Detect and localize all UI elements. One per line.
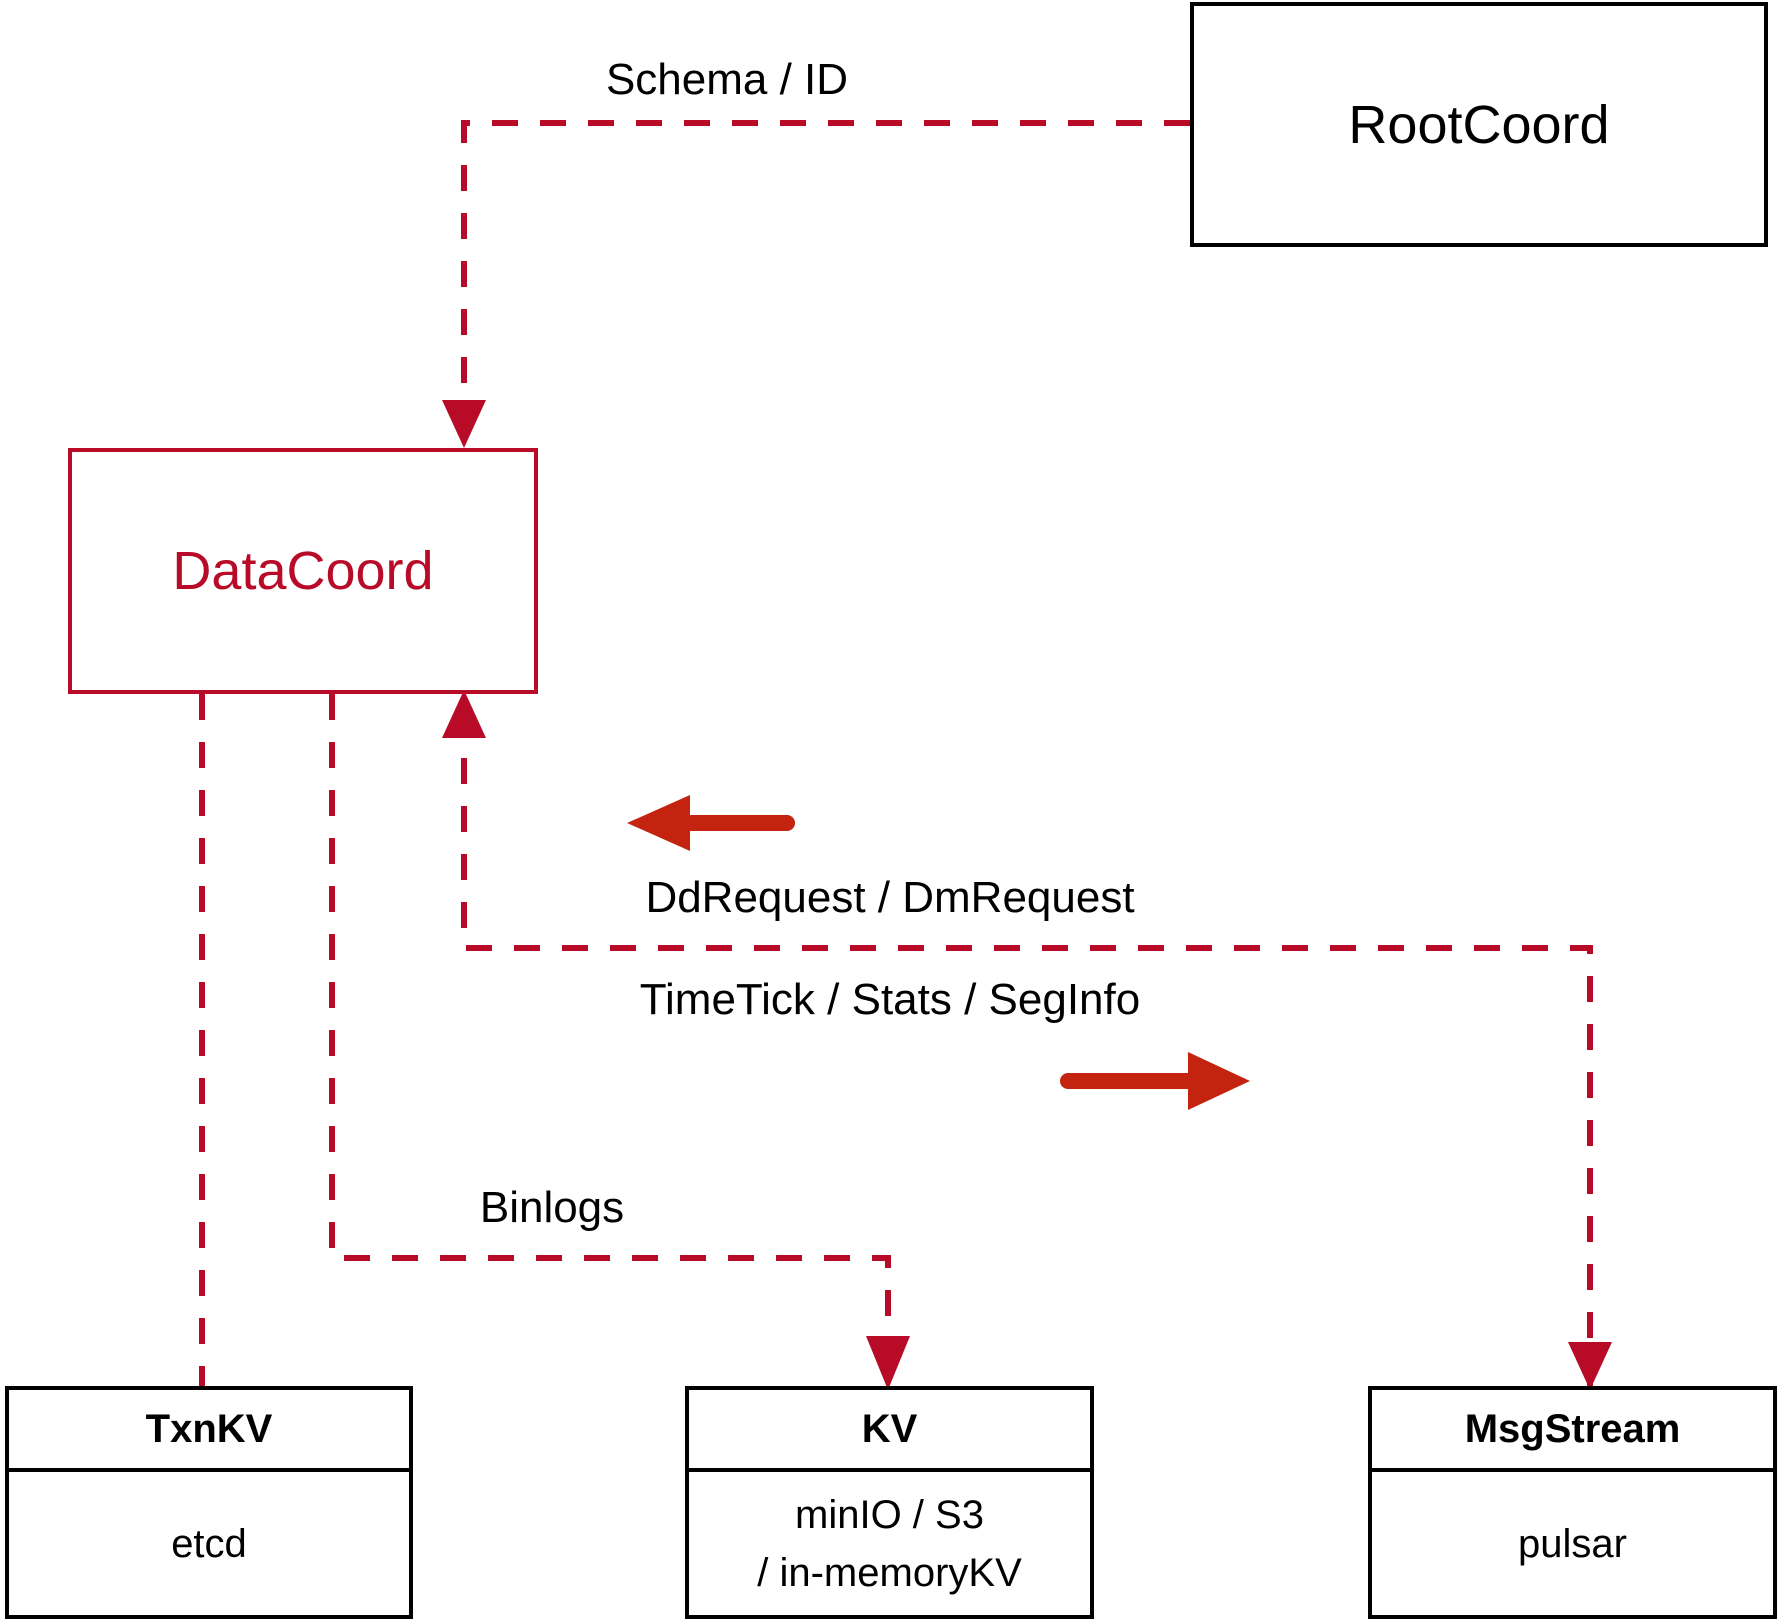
legend-arrow-outbound [1060,1052,1250,1110]
edge-label-schema-id: Schema / ID [605,55,849,104]
node-msgstream[interactable]: MsgStream pulsar [1368,1386,1777,1619]
edge-binlogs [329,694,910,1390]
node-msgstream-title: MsgStream [1372,1390,1773,1472]
edge-label-binlogs: Binlogs [479,1183,625,1232]
node-datacoord[interactable]: DataCoord [68,448,538,694]
node-kv[interactable]: KV minIO / S3 / in-memoryKV [685,1386,1094,1619]
node-kv-line1: minIO / S3 [795,1492,984,1537]
arrowhead-down-msgstream [1568,1342,1612,1390]
node-msgstream-body: pulsar [1372,1472,1773,1615]
arrowhead-down-kv [866,1336,910,1390]
node-kv-line2: / in-memoryKV [757,1550,1022,1595]
legend-arrow-inbound [627,795,795,851]
node-txnkv-body: etcd [9,1472,409,1615]
node-txnkv-title: TxnKV [9,1390,409,1472]
node-kv-body: minIO / S3 / in-memoryKV [689,1472,1090,1615]
node-datacoord-label: DataCoord [172,541,434,601]
node-rootcoord[interactable]: RootCoord [1190,2,1768,247]
node-rootcoord-label: RootCoord [1348,94,1610,155]
node-txnkv-line1: etcd [171,1521,247,1566]
edge-schema-id [442,120,1190,448]
arrowhead-up-datacoord [442,690,486,738]
edge-dd-dm-request [442,690,1612,1390]
arrowhead-down-datacoord [442,400,486,448]
node-txnkv[interactable]: TxnKV etcd [5,1386,413,1619]
node-msgstream-line1: pulsar [1518,1521,1627,1566]
edge-label-timetick-stats-seginfo: TimeTick / Stats / SegInfo [639,975,1141,1024]
node-kv-title: KV [689,1390,1090,1472]
edge-label-dd-dm-request: DdRequest / DmRequest [645,873,1135,922]
